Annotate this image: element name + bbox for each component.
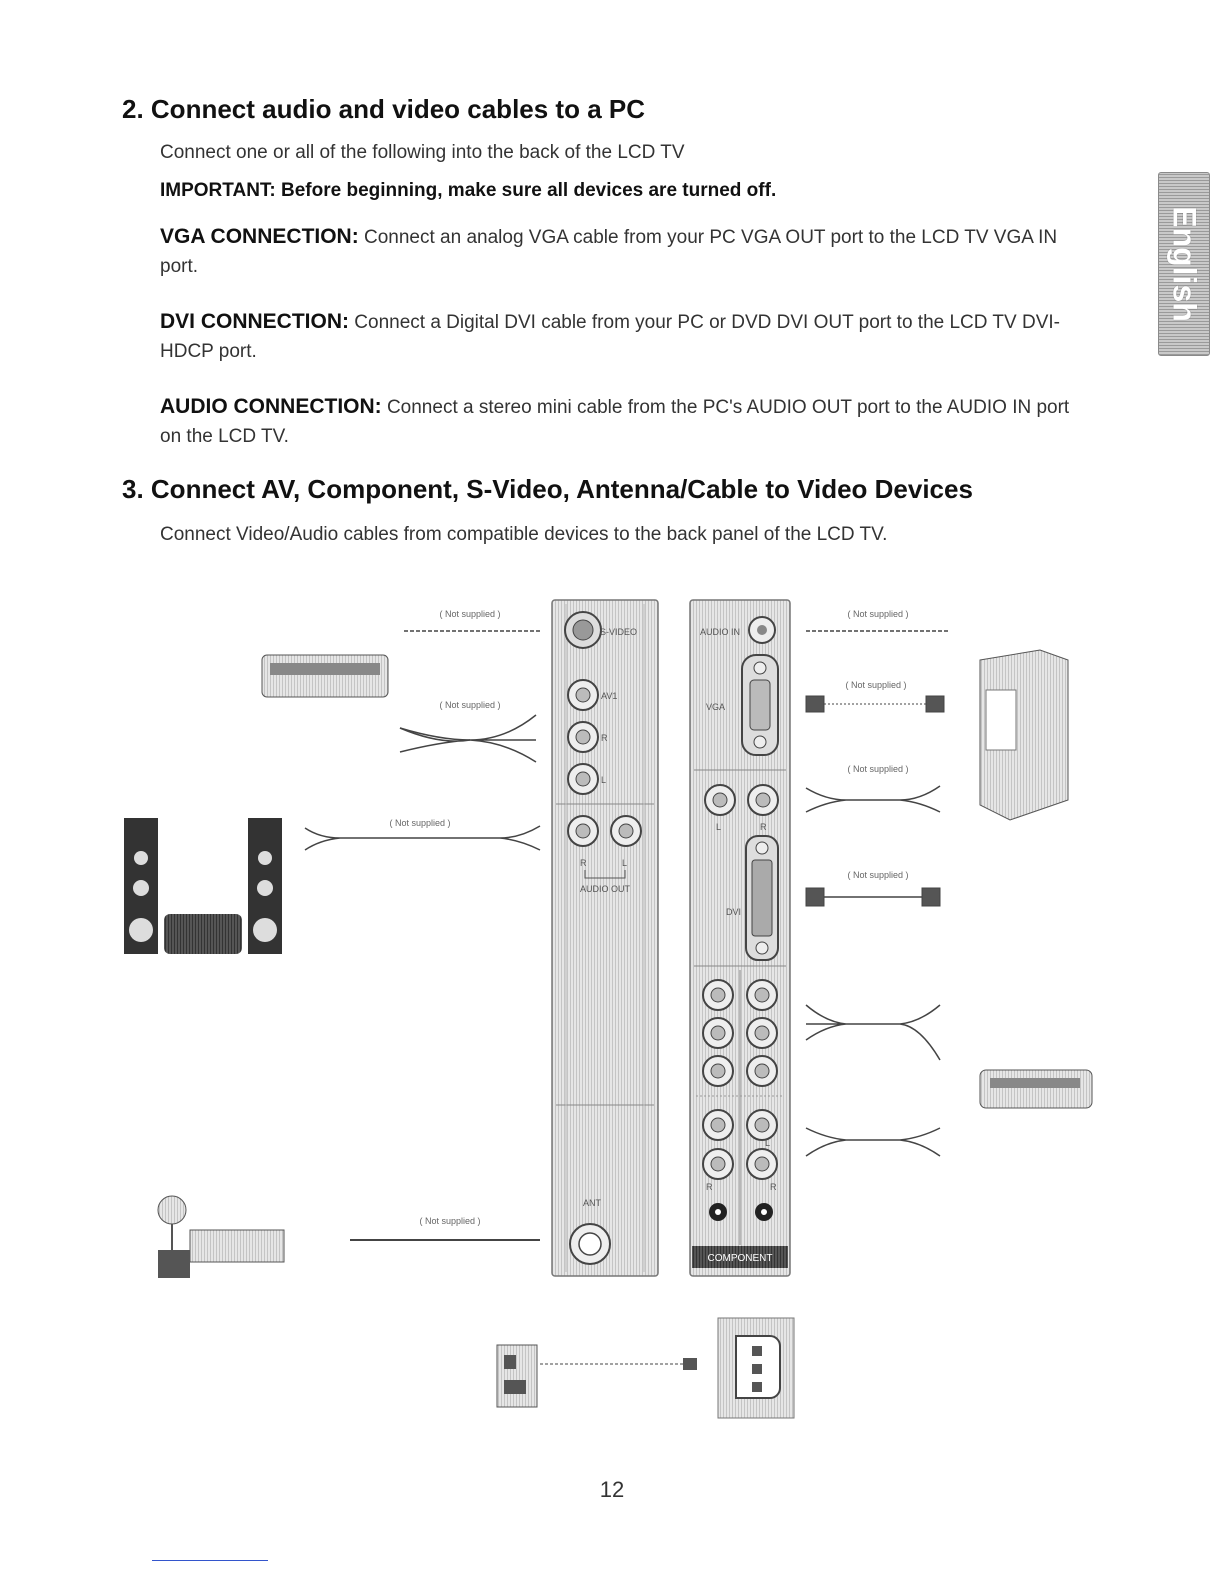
audio-out-l-label: L — [622, 858, 627, 868]
not-supplied-label-svideo: ( Not supplied ) — [439, 609, 500, 619]
language-side-tab: English — [1158, 172, 1210, 356]
antenna-box-illustration — [157, 1195, 285, 1278]
vga-connection-text: Connect an analog VGA cable from your PC… — [160, 227, 1058, 277]
av1-l-label: L — [601, 775, 606, 785]
ant-label: ANT — [583, 1198, 602, 1208]
dvi-audio-r-label: R — [760, 822, 767, 832]
av1-video-jack — [567, 679, 599, 711]
ac-power-inlet — [717, 1317, 795, 1419]
audio-out-r-label: R — [580, 858, 587, 868]
vga-connection-lead: VGA CONNECTION: — [160, 225, 359, 248]
tv-right-panel: AUDIO IN VGA L R DVI — [689, 599, 791, 1277]
vga-connection-paragraph: VGA CONNECTION: Connect an analog VGA ca… — [160, 222, 1095, 281]
component-l-label: L — [765, 1138, 770, 1148]
cables-right: ( Not supplied ) ( Not supplied ) ( Not … — [805, 609, 950, 1157]
dvd-player-illustration — [979, 1069, 1093, 1109]
power-outlet-illustration — [496, 1344, 697, 1408]
section-2-heading: 2. Connect audio and video cables to a P… — [122, 94, 645, 124]
not-supplied-label-dvi: ( Not supplied ) — [847, 870, 908, 880]
not-supplied-label-vga: ( Not supplied ) — [845, 680, 906, 690]
home-theater-speakers-illustration — [124, 818, 282, 954]
dvi-label: DVI — [726, 907, 741, 917]
component-r-right-label: R — [770, 1182, 777, 1192]
component-label: COMPONENT — [708, 1253, 773, 1264]
av1-label: AV1 — [601, 691, 617, 701]
audio-in-label: AUDIO IN — [700, 627, 740, 637]
pc-tower-illustration — [979, 649, 1069, 821]
footer-rule — [152, 1560, 268, 1561]
audio-in-port — [748, 616, 776, 644]
antenna-port — [569, 1223, 611, 1265]
audio-connection-text: Connect a stereo mini cable from the PC'… — [160, 397, 1070, 447]
component-r-left-label: R — [706, 1182, 713, 1192]
dvi-audio-l-label: L — [716, 822, 721, 832]
audio-connection-paragraph: AUDIO CONNECTION: Connect a stereo mini … — [160, 392, 1095, 451]
not-supplied-label-ant: ( Not supplied ) — [419, 1216, 480, 1226]
section-3-heading: 3. Connect AV, Component, S-Video, Anten… — [122, 474, 973, 504]
vga-label: VGA — [706, 702, 725, 712]
s-video-label: S-VIDEO — [600, 627, 637, 637]
audio-out-label: AUDIO OUT — [580, 884, 631, 894]
not-supplied-label-dvi-audio: ( Not supplied ) — [847, 764, 908, 774]
not-supplied-label-av: ( Not supplied ) — [439, 700, 500, 710]
section-2-intro: Connect one or all of the following into… — [160, 142, 685, 163]
dvi-connection-text: Connect a Digital DVI cable from your PC… — [160, 312, 1060, 362]
vga-port — [741, 654, 779, 756]
component-jacks — [696, 979, 784, 1221]
page-number: 12 — [599, 1477, 625, 1502]
audio-out-jacks — [567, 815, 642, 879]
section-3-intro: Connect Video/Audio cables from compatib… — [160, 524, 888, 545]
cables-left: ( Not supplied ) ( Not supplied ) ( Not … — [304, 609, 541, 1241]
av1-r-label: R — [601, 733, 608, 743]
dvi-connection-lead: DVI CONNECTION: — [160, 310, 349, 333]
dvi-connection-paragraph: DVI CONNECTION: Connect a Digital DVI ca… — [160, 307, 1095, 366]
dvi-port — [745, 835, 779, 961]
important-note: IMPORTANT: Before beginning, make sure a… — [160, 180, 777, 201]
dvi-audio-jacks — [704, 784, 779, 816]
s-video-port — [564, 611, 602, 649]
tv-left-panel: S-VIDEO AV1 R L R L AUDIO OUT ANT — [551, 599, 659, 1277]
not-supplied-label-audio-in: ( Not supplied ) — [847, 609, 908, 619]
not-supplied-label-audio: ( Not supplied ) — [389, 818, 450, 828]
vcr-device-illustration — [261, 654, 389, 698]
av1-audio-r-jack — [567, 721, 599, 753]
audio-connection-lead: AUDIO CONNECTION: — [160, 395, 382, 418]
av1-audio-l-jack — [567, 763, 599, 795]
